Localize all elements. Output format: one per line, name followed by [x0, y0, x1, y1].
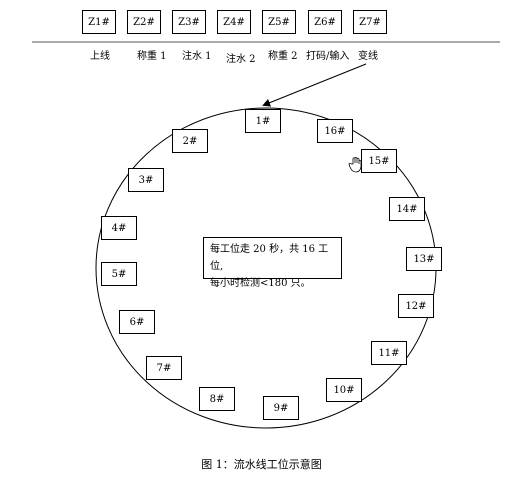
station-z2: Z2# [127, 10, 161, 34]
throughput-note-line-1: 每工位走 20 秒，共 16 工位, [210, 244, 329, 272]
throughput-note-line-2: 每小时检测<180 只。 [210, 278, 311, 289]
ring-position-11: 11# [371, 341, 407, 365]
label-load: 上线 [90, 51, 110, 62]
label-fill-2: 注水 2 [226, 54, 256, 65]
ring-position-7: 7# [146, 356, 182, 380]
ring-position-14: 14# [389, 197, 425, 221]
ring-position-12: 12# [398, 294, 434, 318]
ring-position-3: 3# [128, 168, 164, 192]
ring-position-8: 8# [199, 387, 235, 411]
ring-position-13: 13# [406, 247, 442, 271]
ring-position-5: 5# [101, 262, 137, 286]
station-z3: Z3# [172, 10, 206, 34]
figure-caption: 图 1：流水线工位示意图 [201, 458, 322, 471]
label-code-input: 打码/输入 [306, 51, 350, 62]
ring-position-15: 15# [361, 149, 397, 173]
station-z6: Z6# [308, 10, 342, 34]
ring-position-10: 10# [326, 378, 362, 402]
label-weigh-1: 称重 1 [137, 51, 167, 62]
label-line-change: 变线 [358, 51, 378, 62]
ring-position-6: 6# [119, 310, 155, 334]
ring-position-9: 9# [263, 396, 299, 420]
transfer-arrow [262, 63, 367, 107]
label-weigh-2: 称重 2 [268, 51, 298, 62]
station-z4: Z4# [217, 10, 251, 34]
throughput-note: 每工位走 20 秒，共 16 工位, 每小时检测<180 只。 [203, 237, 342, 289]
hand-cursor-icon [348, 156, 362, 173]
station-z7: Z7# [353, 10, 387, 34]
ring-position-1: 1# [245, 109, 281, 133]
label-fill-1: 注水 1 [182, 51, 212, 62]
ring-position-2: 2# [172, 129, 208, 153]
station-z1: Z1# [82, 10, 116, 34]
station-z5: Z5# [262, 10, 296, 34]
ring-position-16: 16# [317, 119, 353, 143]
ring-position-4: 4# [101, 216, 137, 240]
